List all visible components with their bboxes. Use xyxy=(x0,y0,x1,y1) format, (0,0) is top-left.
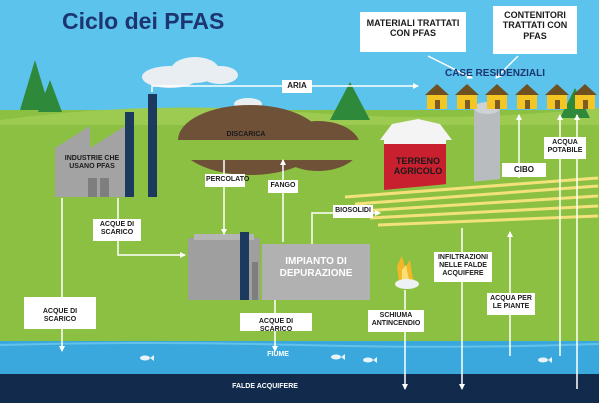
label-falde-acquifere: FALDE ACQUIFERE xyxy=(232,383,298,390)
label-biosolidi: BIOSOLIDI xyxy=(333,205,373,218)
houses xyxy=(425,84,597,109)
silo xyxy=(474,108,500,190)
factory-chimney-2 xyxy=(148,94,157,197)
label-percolato: PERCOLATO xyxy=(205,174,249,187)
label-acque-di-scarico-3: ACQUE DI SCARICO xyxy=(240,313,312,333)
label-terreno-agricolo: TERRENO AGRICOLO xyxy=(393,156,443,177)
label-aria: ARIA xyxy=(282,80,312,93)
factory-chimney-1 xyxy=(125,112,134,197)
label-impianto-depurazione: IMPIANTO DI DEPURAZIONE xyxy=(279,256,353,279)
label-materiali: MATERIALI TRATTATI CON PFAS xyxy=(360,12,466,52)
label-cibo: CIBO xyxy=(502,163,546,177)
label-acque-di-scarico-2: ACQUE DI SCARICO xyxy=(24,297,96,329)
plant-ladder xyxy=(240,232,249,300)
label-acqua-per-le-piante: ACQUA PER LE PIANTE xyxy=(487,293,535,315)
label-contenitori: CONTENITORI TRATTATI CON PFAS xyxy=(493,6,577,54)
label-industrie: INDUSTRIE CHE USANO PFAS xyxy=(64,155,120,171)
label-fango: FANGO xyxy=(268,180,298,193)
label-discarica: DISCARICA xyxy=(226,131,266,138)
aquifer xyxy=(0,374,599,403)
trees xyxy=(20,60,590,120)
fish xyxy=(140,354,552,363)
label-infiltrazioni: INFILTRAZIONI NELLE FALDE ACQUIFERE xyxy=(434,252,492,282)
label-case-residenziali: CASE RESIDENZIALI xyxy=(444,68,545,79)
label-fiume: FIUME xyxy=(267,351,289,358)
label-schiuma-antincendio: SCHIUMA ANTINCENDIO xyxy=(368,310,424,332)
label-acqua-potabile: ACQUA POTABILE xyxy=(544,137,586,159)
diagram-title: Ciclo dei PFAS xyxy=(62,8,225,34)
label-acque-di-scarico-1: ACQUE DI SCARICO xyxy=(93,219,141,241)
treatment-plant xyxy=(188,238,260,300)
